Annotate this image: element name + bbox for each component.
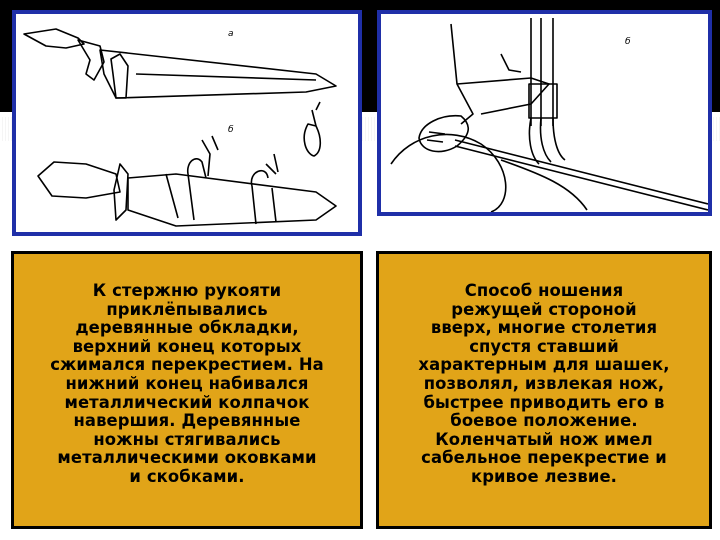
label-a: а (228, 29, 234, 39)
knife-a-pommel (23, 28, 85, 49)
knee (390, 133, 507, 212)
warrior-illustration: б (390, 18, 708, 212)
knife-a-guard (77, 39, 105, 81)
left-caption-panel: К стержню рукояти приклёпывались деревян… (11, 251, 363, 529)
sheath-loop-1 (186, 158, 207, 179)
sheath (127, 173, 337, 227)
knife-b-guard (113, 163, 129, 221)
knife-illustration: а б (23, 28, 337, 227)
staff (454, 139, 708, 211)
knife-illustration-panel: а б (12, 10, 362, 236)
knife-a-blade (99, 49, 337, 99)
left-caption-text: К стержню рукояти приклёпывались деревян… (50, 281, 324, 486)
torso-line (450, 23, 474, 125)
knife-b-handle (37, 161, 121, 199)
hand (418, 114, 469, 153)
right-caption-panel: Способ ношения режущей стороной вверх, м… (376, 251, 712, 529)
label-b-right: б (625, 37, 631, 47)
knife-a-ring (110, 53, 129, 99)
warrior-illustration-panel: б (377, 10, 712, 216)
right-caption-text: Способ ношения режущей стороной вверх, м… (418, 281, 670, 486)
chape (303, 123, 322, 157)
sheath-loop-2 (250, 169, 269, 187)
label-b-left: б (228, 125, 234, 135)
